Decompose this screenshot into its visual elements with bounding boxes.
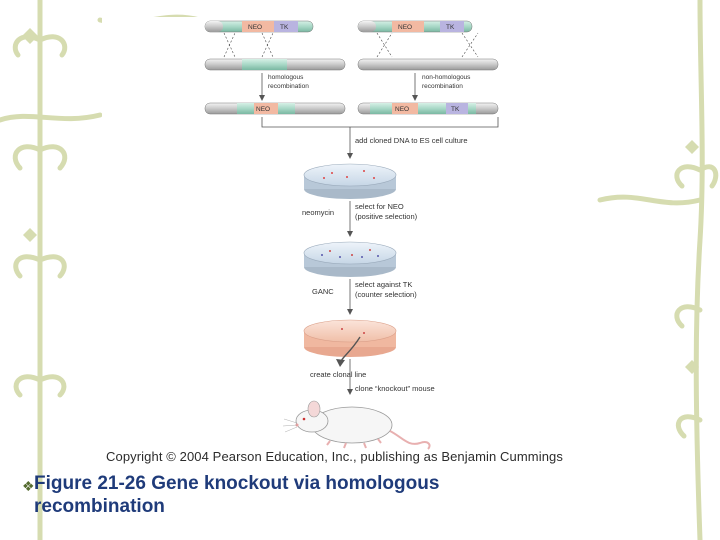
knockout-mouse [282,400,431,450]
knockout-diagram: NEO TK homologous recombination NEO NEO [204,20,499,450]
copyright-notice: Copyright © 2004 Pearson Education, Inc.… [106,449,563,464]
caption-line-1: Figure 21-26 Gene knockout via homologou… [34,473,440,494]
neo-label-result: NEO [256,106,270,113]
nonhomologous-construct: NEO TK [357,20,473,33]
homologous-label: homologous [268,74,304,81]
nonhomologous-recombination-label: recombination [422,83,463,90]
dish-es-cells [303,163,397,199]
neo-label-right-result: NEO [395,106,409,113]
neomycin-label: neomycin [302,208,334,217]
neo-label-right: NEO [398,24,412,31]
dish-neo-selected [303,241,397,277]
add-dna-label: add cloned DNA to ES cell culture [355,136,468,145]
tk-label-right: TK [446,24,455,31]
knockout-figure: NEO TK homologous recombination NEO NEO [102,17,594,467]
nonhomologous-result: NEO TK [357,102,499,115]
select-neo-label: select for NEO [355,202,404,211]
create-line-label: create clonal line [310,370,366,379]
tk-label-right-result: TK [451,106,460,113]
clone-mouse-label: clone “knockout” mouse [355,384,435,393]
homologous-chromosome [204,58,346,71]
ganc-label: GANC [312,287,334,296]
positive-selection-label: (positive selection) [355,212,418,221]
neo-segment [242,21,274,32]
homologous-recombination-label: recombination [268,83,309,90]
homologous-construct: NEO TK [204,20,314,33]
figure-caption: Figure 21-26 Gene knockout via homologou… [34,472,634,518]
select-tk-label: select against TK [355,280,412,289]
tk-label: TK [280,24,289,31]
homologous-result: NEO [204,102,346,115]
neo-label: NEO [248,24,262,31]
nonhomologous-label: non-homologous [422,74,471,81]
counter-selection-label: (counter selection) [355,290,417,299]
tk-segment [274,21,298,32]
dish-tk-selected [303,319,397,357]
caption-line-2: recombination [34,496,165,517]
nonhomologous-chromosome [357,58,499,71]
diamond-bullet-icon: ❖ [22,478,35,494]
